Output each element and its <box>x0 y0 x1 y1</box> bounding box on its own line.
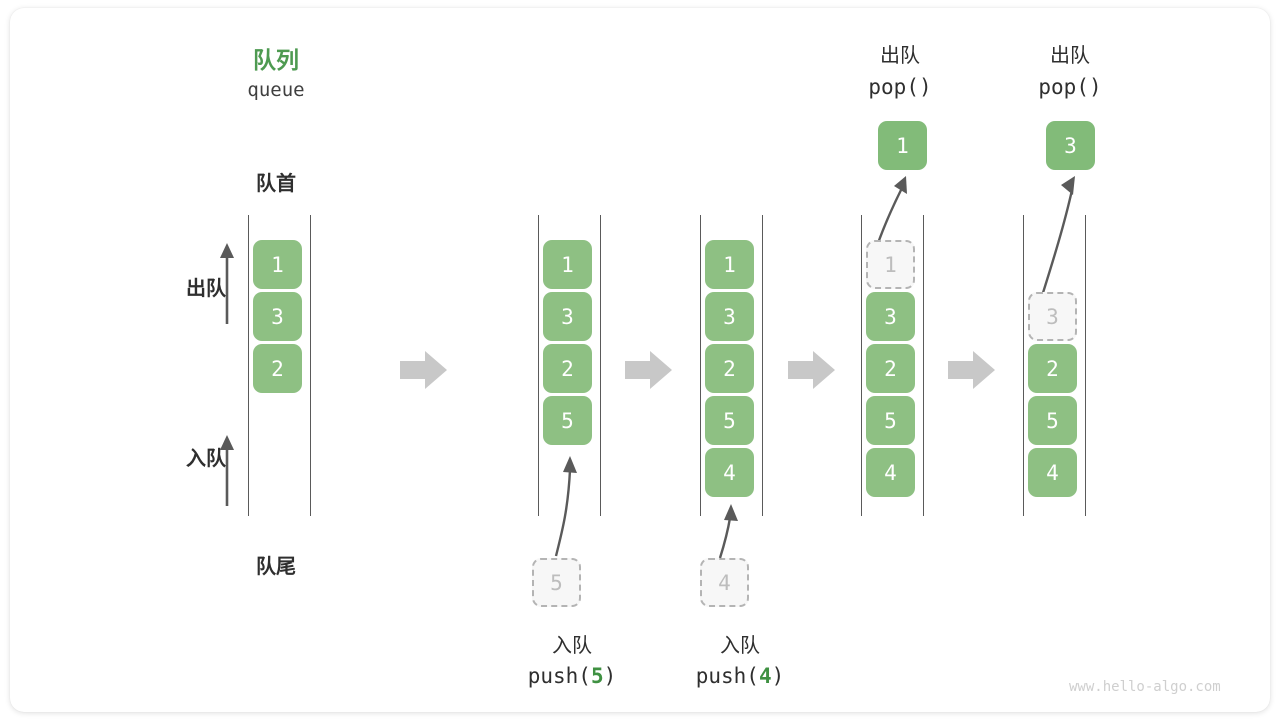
queue-cell: 2 <box>1028 344 1077 393</box>
code-pre: push( <box>527 664 591 688</box>
push-caption-cn-col3: 入队 <box>720 635 760 657</box>
queue-cell: 1 <box>543 240 592 289</box>
queue-cell: 3 <box>253 292 302 341</box>
queue-cell: 5 <box>705 396 754 445</box>
queue-cell: 2 <box>866 344 915 393</box>
queue-cell: 5 <box>543 396 592 445</box>
push-caption-code-col3: push(4) <box>665 664 815 688</box>
queue-rail-right-col4 <box>923 215 925 516</box>
code-post: ) <box>603 664 617 688</box>
pop-title-cn-col5: 出队 <box>1050 45 1090 67</box>
transition-arrow-icon <box>625 351 672 389</box>
pop-title-code-col5: pop() <box>1038 75 1102 99</box>
queue-cell: 5 <box>1028 396 1077 445</box>
queue-cell: 1 <box>253 240 302 289</box>
code-arg: 4 <box>758 664 772 688</box>
page-title-en: queue <box>247 79 305 101</box>
pop-title-cn-col4: 出队 <box>880 45 920 67</box>
queue-cell: 3 <box>866 292 915 341</box>
vacated-ghost-cell: 1 <box>866 240 915 289</box>
push-arrow-col3 <box>718 504 738 559</box>
page-title-cn: 队列 <box>253 47 299 73</box>
queue-rail-left-col2 <box>538 215 540 516</box>
queue-cell: 3 <box>705 292 754 341</box>
queue-rail-right-col1 <box>310 215 312 516</box>
queue-rail-left-col3 <box>700 215 702 516</box>
popped-cell: 1 <box>878 121 927 170</box>
queue-rail-left-col1 <box>248 215 250 516</box>
queue-rail-left-col5 <box>1023 215 1025 516</box>
queue-cell: 5 <box>866 396 915 445</box>
dequeue-side-label: 出队 <box>186 278 226 300</box>
queue-cell: 4 <box>705 448 754 497</box>
diagram-stage: 队列 queue 队首 队尾 出队 入队 1 3 2 1 3 2 5 <box>10 8 1270 712</box>
rear-label: 队尾 <box>256 556 296 578</box>
push-caption-code-col2: push(5) <box>497 664 647 688</box>
transition-arrow-icon <box>400 351 447 389</box>
queue-cell: 2 <box>253 344 302 393</box>
incoming-ghost-cell: 5 <box>532 558 581 607</box>
code-arg: 5 <box>590 664 604 688</box>
queue-cell: 4 <box>866 448 915 497</box>
queue-cell: 4 <box>1028 448 1077 497</box>
transition-arrow-icon <box>788 351 835 389</box>
vacated-ghost-cell: 3 <box>1028 292 1077 341</box>
pop-arrow-col4 <box>875 176 907 247</box>
enqueue-side-label: 入队 <box>186 448 226 470</box>
queue-cell: 2 <box>705 344 754 393</box>
queue-rail-right-col5 <box>1085 215 1087 516</box>
push-arrow-col2 <box>554 456 577 557</box>
queue-cell: 2 <box>543 344 592 393</box>
incoming-ghost-cell: 4 <box>700 558 749 607</box>
push-caption-cn-col2: 入队 <box>552 635 592 657</box>
pop-title-code-col4: pop() <box>868 75 932 99</box>
queue-cell: 3 <box>543 292 592 341</box>
pop-arrow-col5 <box>1040 176 1075 297</box>
code-post: ) <box>771 664 785 688</box>
popped-cell: 3 <box>1046 121 1095 170</box>
queue-rail-right-col2 <box>600 215 602 516</box>
transition-arrow-icon <box>948 351 995 389</box>
queue-rail-right-col3 <box>762 215 764 516</box>
queue-cell: 1 <box>705 240 754 289</box>
queue-rail-left-col4 <box>861 215 863 516</box>
code-pre: push( <box>695 664 759 688</box>
diagram-card: 队列 queue 队首 队尾 出队 入队 1 3 2 1 3 2 5 <box>10 8 1270 712</box>
watermark: www.hello-algo.com <box>1069 679 1221 695</box>
front-label: 队首 <box>256 173 296 195</box>
dequeue-direction-arrow <box>220 243 234 324</box>
enqueue-direction-arrow <box>220 435 234 506</box>
